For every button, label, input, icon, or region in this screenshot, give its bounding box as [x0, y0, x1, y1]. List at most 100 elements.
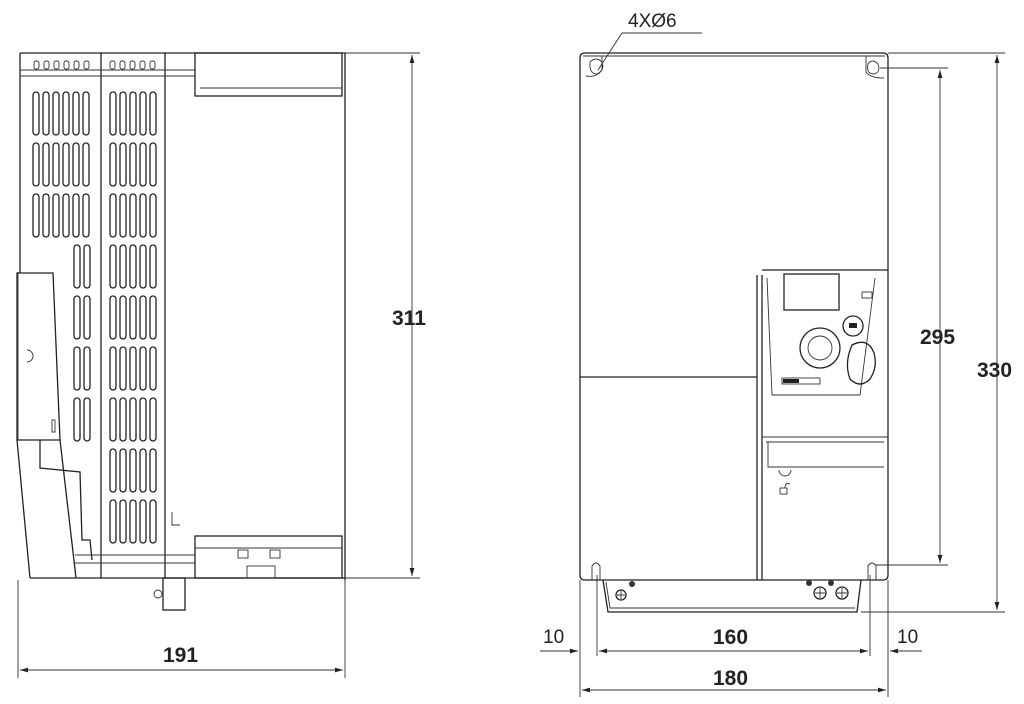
lock-icon-shackle: [784, 483, 791, 489]
ventilation-slot: [109, 295, 117, 340]
side-top-housing: [194, 52, 343, 97]
ventilation-slot: [119, 91, 127, 136]
dim-311-label: 311: [392, 307, 426, 330]
ventilation-slot: [32, 91, 40, 136]
keypad-bezel: [766, 277, 876, 396]
jog-dial[interactable]: [799, 327, 841, 369]
ventilation-slot: [52, 91, 60, 136]
ventilation-slot: [83, 295, 91, 340]
dim-10-right-label: 10: [897, 627, 918, 648]
ventilation-slot: [83, 244, 91, 289]
ventilation-slot: [73, 244, 81, 289]
bottom-terminal-box-inner: [605, 581, 855, 609]
top-vent-hole: [109, 60, 116, 70]
ventilation-slot: [82, 91, 90, 136]
side-bracket-screw: [153, 589, 163, 599]
ventilation-slot: [149, 142, 157, 187]
ventilation-slot: [119, 397, 127, 442]
terminal-cover-edge: [762, 436, 888, 468]
ventilation-slot: [82, 142, 90, 187]
dim-160-label: 160: [713, 626, 748, 649]
ventilation-slot: [83, 397, 91, 442]
ventilation-slot: [62, 91, 70, 136]
ventilation-slot: [73, 346, 81, 391]
top-vent-hole: [73, 60, 80, 70]
ventilation-slot: [139, 91, 147, 136]
dim-180-label: 180: [713, 667, 748, 690]
run-button[interactable]: [842, 315, 864, 337]
mounting-slot-bottom-left: [591, 562, 601, 580]
stop-button[interactable]: [846, 341, 876, 385]
top-vent-hole: [53, 60, 60, 70]
top-vent-hole: [139, 60, 146, 70]
top-vent-hole: [63, 60, 70, 70]
top-vent-hole: [149, 60, 156, 70]
ventilation-slot: [139, 397, 147, 442]
ventilation-slot: [109, 346, 117, 391]
ventilation-slot: [129, 397, 137, 442]
side-panel-cover: [16, 272, 93, 579]
ventilation-slot: [42, 142, 50, 187]
side-marker-l: [171, 512, 180, 526]
ventilation-slot: [73, 397, 81, 442]
ventilation-slot: [109, 193, 117, 238]
hole-callout-label: 4XØ6: [628, 11, 677, 32]
ventilation-slot: [149, 295, 157, 340]
bottom-terminal-box: [602, 579, 862, 613]
front-view: 4XØ6 295 330 160 10 10 180: [540, 11, 1012, 697]
ventilation-slot: [32, 142, 40, 187]
ventilation-slot: [129, 448, 137, 493]
ventilation-slot: [42, 91, 50, 136]
ventilation-slot: [149, 91, 157, 136]
side-mount-bracket: [162, 577, 186, 611]
ventilation-slot: [119, 295, 127, 340]
ventilation-slot: [62, 142, 70, 187]
jog-dial-center: [807, 335, 833, 361]
mounting-hole-top-left: [585, 56, 604, 77]
mounting-hole-top-right: [865, 56, 885, 79]
ventilation-slot: [119, 142, 127, 187]
ground-screws-right: [806, 580, 849, 600]
ventilation-slot: [129, 499, 137, 544]
side-view: 311 191: [16, 52, 426, 678]
ventilation-slot: [139, 142, 147, 187]
ventilation-slot: [109, 448, 117, 493]
ventilation-slot: [139, 499, 147, 544]
top-vent-hole: [83, 60, 90, 70]
ventilation-slot: [129, 295, 137, 340]
ground-screw-left: [615, 581, 635, 601]
side-ventilation-slots: [32, 60, 157, 544]
ventilation-slot: [149, 397, 157, 442]
ventilation-slot: [139, 295, 147, 340]
top-vent-hole: [33, 60, 40, 70]
dim-10-left-label: 10: [543, 627, 564, 648]
ventilation-slot: [52, 142, 60, 187]
dim-295-label: 295: [920, 326, 955, 349]
ventilation-slot: [62, 193, 70, 238]
hole-callout-leader: [597, 32, 702, 71]
ventilation-slot: [149, 244, 157, 289]
top-vent-hole: [129, 60, 136, 70]
ventilation-slot: [119, 346, 127, 391]
ventilation-slot: [82, 193, 90, 238]
ventilation-slot: [109, 244, 117, 289]
ventilation-slot: [129, 142, 137, 187]
side-connector-1: [237, 549, 249, 559]
ventilation-slot: [73, 295, 81, 340]
front-plate-outline: [579, 52, 889, 581]
ventilation-slot: [72, 142, 80, 187]
ventilation-slot: [139, 244, 147, 289]
ventilation-slot: [52, 193, 60, 238]
side-clip: [246, 565, 276, 579]
ventilation-slot: [119, 244, 127, 289]
ventilation-slot: [149, 193, 157, 238]
ventilation-slot: [32, 193, 40, 238]
side-top-band: [20, 69, 195, 77]
dim-191-label: 191: [163, 644, 198, 667]
ventilation-slot: [83, 346, 91, 391]
ventilation-slot: [129, 346, 137, 391]
ventilation-slot: [139, 448, 147, 493]
ventilation-slot: [109, 91, 117, 136]
ventilation-slot: [119, 499, 127, 544]
